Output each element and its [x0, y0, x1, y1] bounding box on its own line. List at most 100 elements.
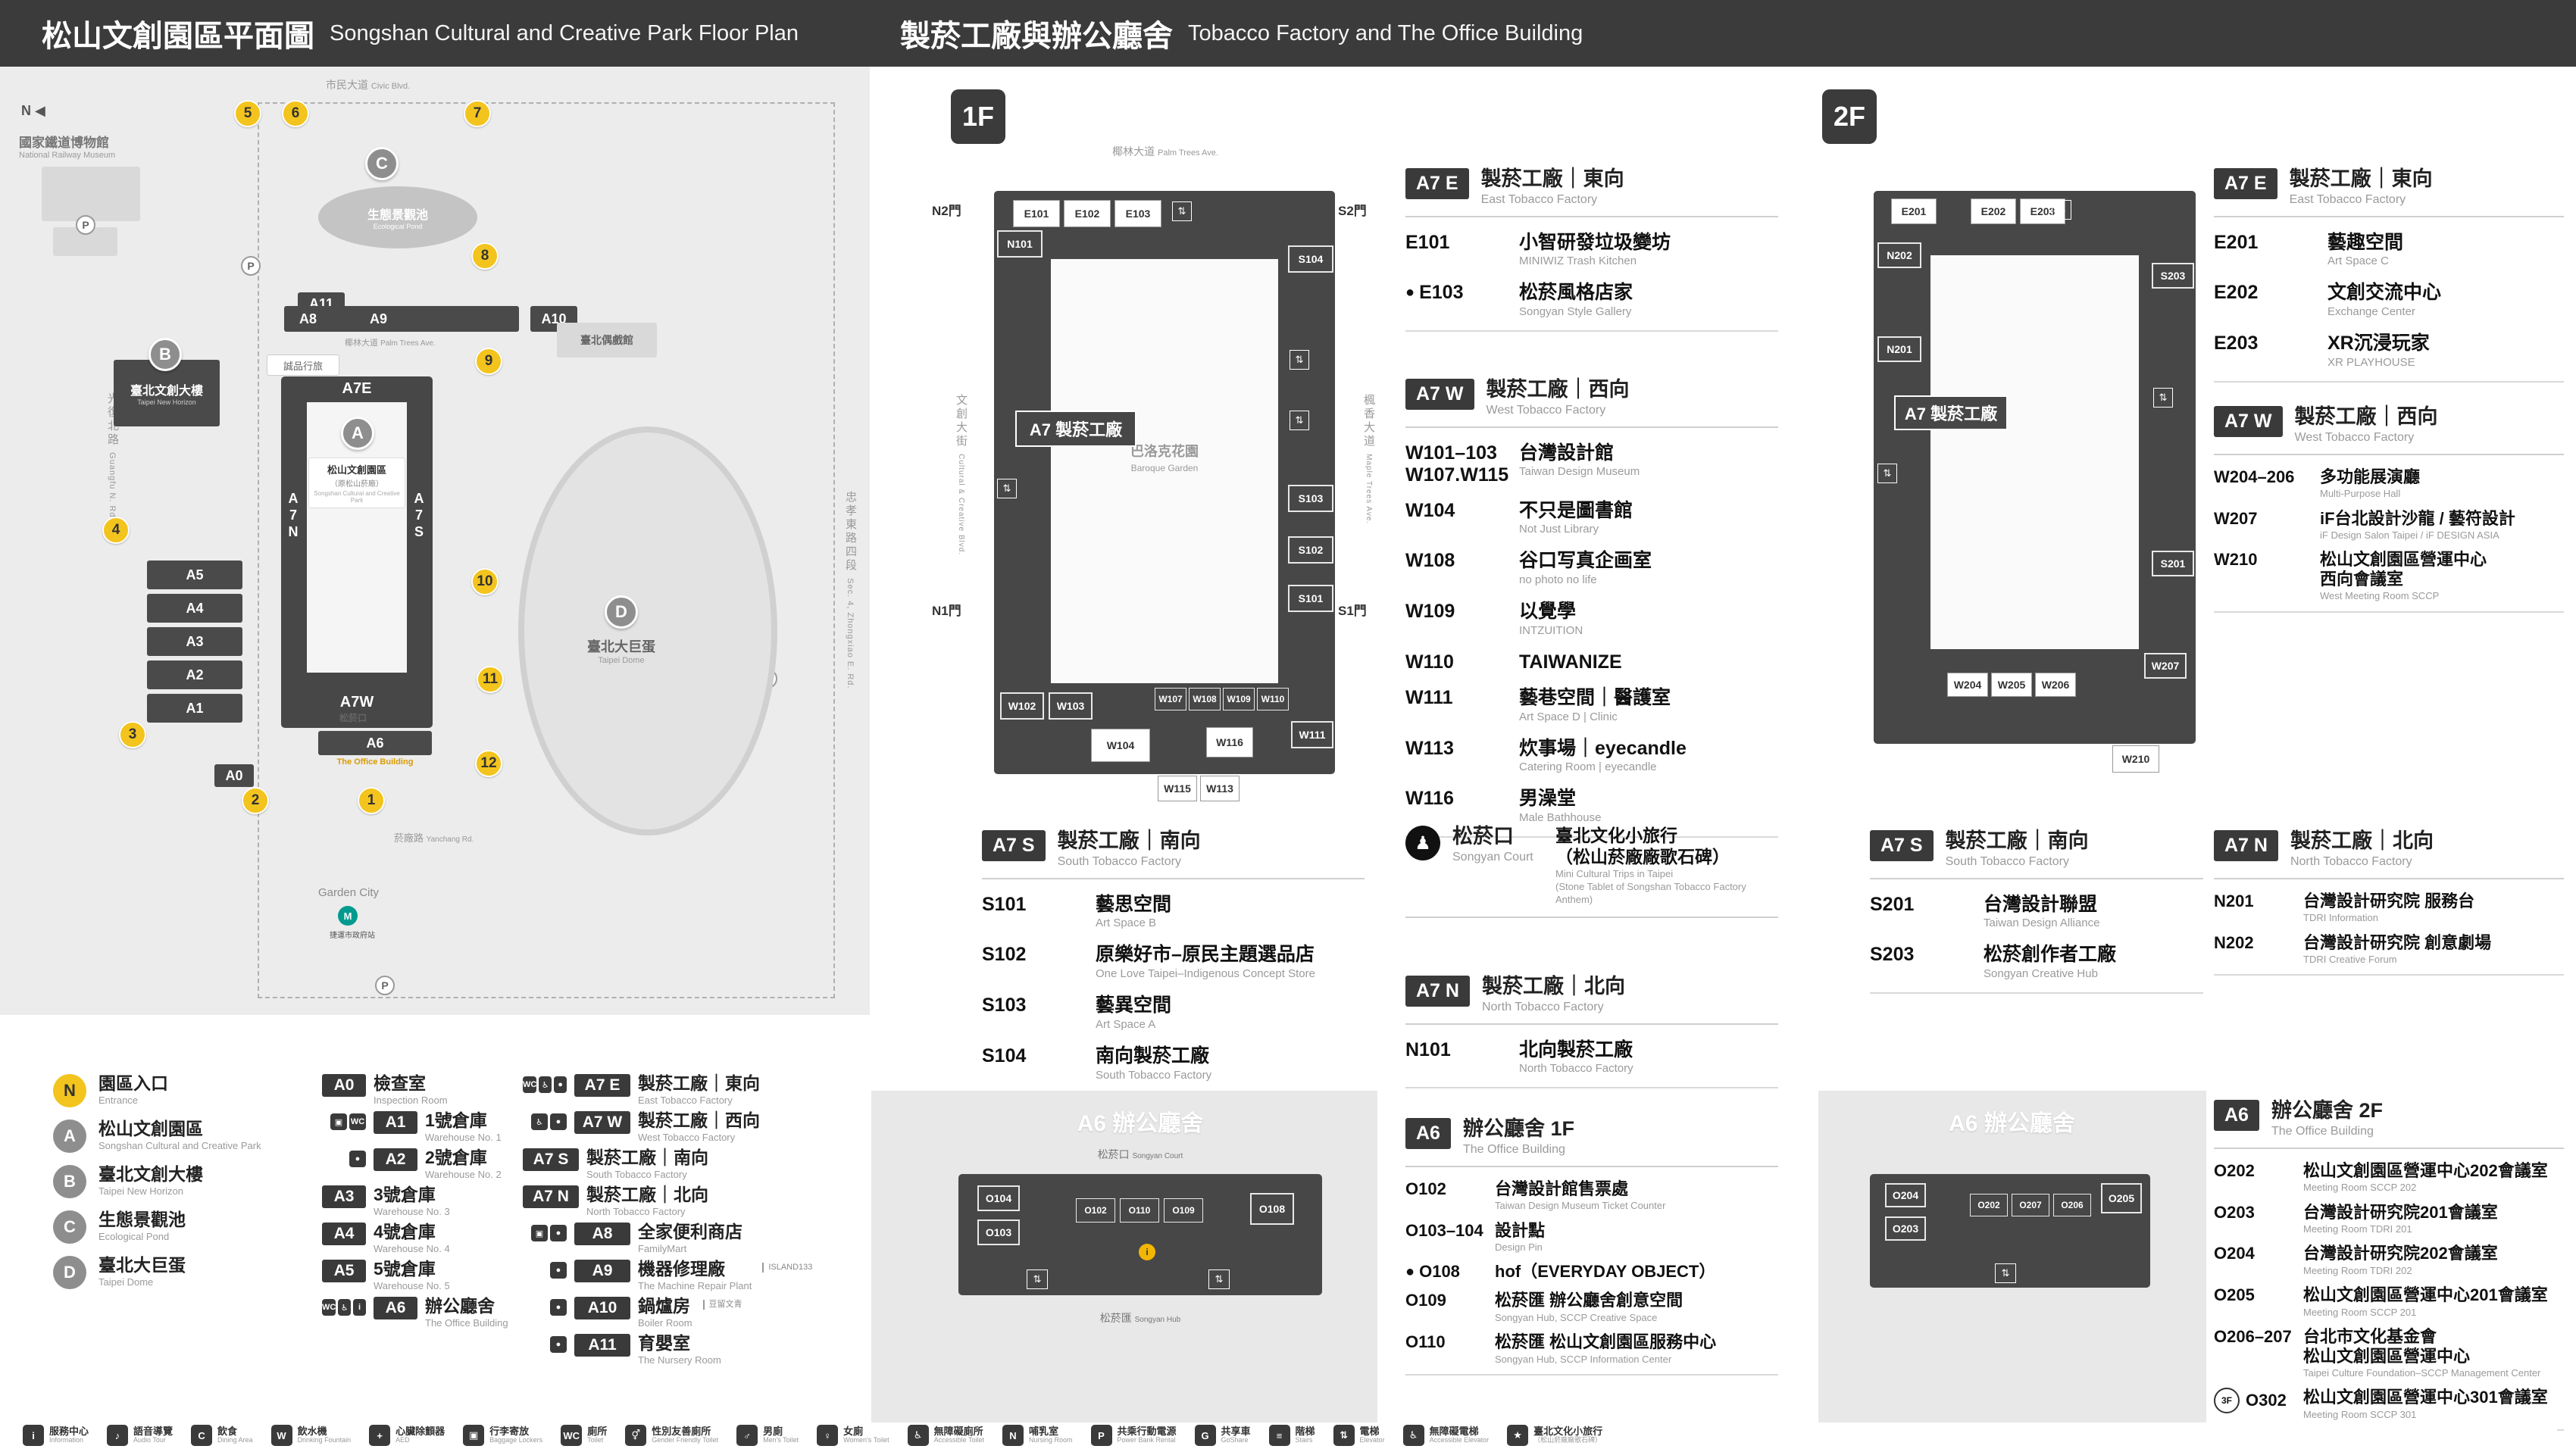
floor-badge: 3F [2214, 1388, 2240, 1414]
facility-item: P 共乘行動電源 Power Bank Rental [1090, 1425, 1177, 1446]
plan-room-w109: W109 [1223, 688, 1255, 710]
gate-s2: S2門 [1338, 204, 1367, 218]
room-name-en: Meeting Room SCCP 301 [2303, 1408, 2417, 1420]
f1-south-rooms: S101 藝思空間 Art Space B S102 原樂好市–原民主題選品店 … [982, 887, 1365, 1095]
legend-pin-circle: D [53, 1256, 86, 1289]
plan-room-o102: O102 [1076, 1198, 1115, 1223]
a6-2f-title-en: The Office Building [2271, 1124, 2374, 1138]
room-row: O109 松菸匯 辦公廳舍創意空間 Songyan Hub, SCCP Crea… [1405, 1286, 1778, 1328]
room-code: O206–207 [2214, 1327, 2292, 1347]
right-title-en: Tobacco Factory and The Office Building [1188, 20, 1583, 45]
legend-row: A5 5號倉庫 Warehouse No. 5 [322, 1259, 549, 1297]
taipei-dome-shape [518, 426, 777, 835]
legend-pin-zh: 生態景觀池 [98, 1210, 186, 1229]
room-code: S201 [1870, 893, 1915, 915]
room-row: S102 原樂好市–原民主題選品店 One Love Taipei–Indige… [982, 937, 1365, 988]
legend-building-zh: 製菸工廠｜北向 [586, 1185, 708, 1204]
elevator-icon: ⇅ [1290, 411, 1309, 430]
facility-en: Baggage Lockers [489, 1435, 543, 1444]
a6-2f-title-zh: 辦公廳舍 2F [2271, 1099, 2383, 1122]
room-icon: ● [1405, 284, 1415, 301]
room-name-zh: 台灣設計研究院201會議室 [2303, 1202, 2498, 1222]
f2-west-rooms: W204–206 多功能展演廳 Multi-Purpose Hall W207 … [2214, 463, 2564, 613]
facility-en: Toilet [587, 1435, 604, 1444]
room-row: W204–206 多功能展演廳 Multi-Purpose Hall [2214, 463, 2564, 504]
facility-en: Men's Toilet [763, 1435, 799, 1444]
facility-en: Information [49, 1435, 84, 1444]
room-name-en: West Meeting Room SCCP [2320, 590, 2440, 602]
garden-zh: 巴洛克花園 [1130, 444, 1199, 459]
legend-pin-row: A 松山文創園區 Songshan Cultural and Creative … [53, 1119, 303, 1153]
stairs-icon: ⇅ [1208, 1269, 1230, 1289]
room-code: W116 [1405, 788, 1454, 810]
legend-row-icons: ● [322, 1148, 366, 1167]
facility-en: Power Bank Rental [1117, 1435, 1176, 1444]
a6-2f-building [1870, 1174, 2150, 1288]
f1-court-section: ♟ 松菸口 Songyan Court 臺北文化小旅行 （松山菸廠廠歌石碑） M… [1405, 825, 1778, 918]
floor-2f-label: 2F [1822, 89, 1877, 144]
f2-north-section: A7 N 製菸工廠｜北向 North Tobacco Factory N201 … [2214, 829, 2564, 976]
street-yanchang: 菸廠路 Yanchang Rd. [394, 830, 474, 845]
legend-row: WC♿i A6 辦公廳舍 The Office Building [322, 1296, 549, 1334]
plan-room-w204: W204 [1947, 673, 1988, 697]
legend-row: WC♿● A7 E 製菸工廠｜東向 East Tobacco Factory [523, 1073, 864, 1111]
facility-icon: WC [561, 1425, 583, 1446]
legend-row: ▣● A8 全家便利商店 FamilyMart [523, 1222, 864, 1260]
room-row: N101 北向製菸工廠 North Tobacco Factory [1405, 1032, 1778, 1083]
plan-room-s201: S201 [2152, 551, 2194, 576]
room-row: O110 松菸匯 松山文創園區服務中心 Songyan Hub, SCCP In… [1405, 1328, 1778, 1369]
f1-street-top-en: Palm Trees Ave. [1158, 148, 1218, 158]
room-code: S101 [982, 893, 1027, 915]
legend-row: A4 4號倉庫 Warehouse No. 4 [322, 1222, 549, 1260]
legend-pin-en: Entrance [98, 1095, 139, 1107]
plan-room-s104: S104 [1288, 245, 1333, 273]
plan-room-o203: O203 [1885, 1216, 1926, 1241]
room-name-zh: 原樂好市–原民主題選品店 [1096, 944, 1315, 966]
facility-item: G 共享車 GoShare [1194, 1425, 1251, 1446]
legend-building-zh: 3號倉庫 [374, 1185, 436, 1204]
court-title-zh: 松菸口 [1452, 825, 1514, 848]
legend-pins: N 園區入口 Entrance A 松山文創園區 Songshan Cultur… [53, 1073, 303, 1301]
f1-street-top-zh: 椰林大道 [1112, 145, 1155, 158]
facility-item: W 飲水機 Drinking Fountain [270, 1425, 351, 1446]
plan-room-o104: O104 [977, 1185, 1020, 1211]
legend-pin-zh: 臺北文創大樓 [98, 1164, 203, 1184]
legend-row-icons: ● [523, 1334, 567, 1353]
building-a4: A4 [147, 594, 242, 623]
street-zhongxiao: 忠孝東路四段 Sec. 4, Zhongxiao E. Rd. [843, 491, 858, 689]
songyan-court-label: 松菸口 [339, 713, 367, 723]
room-name-zh: 松菸風格店家 [1519, 282, 1633, 304]
legend-building-en: South Tobacco Factory [586, 1169, 687, 1181]
facility-legend-strip: i 服務中心 Information ♪ 語音導覽 Audio Tour C 飲… [23, 1422, 2557, 1448]
a6-2f-section: A6 辦公廳舍 2F The Office Building O202 松山文創… [2214, 1099, 2564, 1432]
facility-item: WC 廁所 Toilet [561, 1425, 607, 1446]
facility-icon: i [23, 1425, 44, 1446]
facility-icon: ⚥ [625, 1425, 647, 1446]
legend-row: A0 檢查室 Inspection Room [322, 1073, 549, 1111]
room-name-zh: 不只是圖書館 [1519, 499, 1633, 521]
eslite-hotel-label: 誠品行旅 [267, 354, 339, 376]
room-row: O202 松山文創園區營運中心202會議室 Meeting Room SCCP … [2214, 1157, 2564, 1198]
building-a8-a9-bar: A8 A9 [284, 306, 519, 332]
garden-city-label: Garden City [318, 886, 380, 899]
f2-south-tag: A7 S [1870, 830, 1934, 861]
room-name-zh: TAIWANIZE [1519, 651, 1622, 673]
legend-building-code: A1 [374, 1111, 417, 1134]
room-code: O302 [2246, 1391, 2287, 1410]
park-info-en: Songshan Cultural and Creative Park [314, 490, 400, 504]
plan-room-o108: O108 [1250, 1193, 1294, 1225]
legend-row: ● A9 機器修理廠 The Machine Repair Plant ISLA… [523, 1259, 864, 1297]
stairs-icon: ⇅ [1172, 201, 1192, 221]
pin-a: A [341, 417, 374, 450]
legend-building-code: A11 [574, 1334, 630, 1357]
walking-person-icon: ♟ [1405, 826, 1440, 860]
room-name-en: Art Space C [2327, 255, 2389, 268]
legend-building-code: A8 [574, 1223, 630, 1245]
legend-building-en: North Tobacco Factory [586, 1206, 686, 1218]
room-row: ●O108 hof（EVERYDAY OBJECT） [1405, 1257, 1778, 1286]
facility-icon: ▣ [463, 1425, 485, 1446]
room-code: W110 [1405, 651, 1454, 673]
legend-building-en: Warehouse No. 4 [374, 1243, 450, 1255]
plan-room-o205: O205 [2101, 1183, 2142, 1213]
facility-icon: ★ [1507, 1425, 1529, 1446]
